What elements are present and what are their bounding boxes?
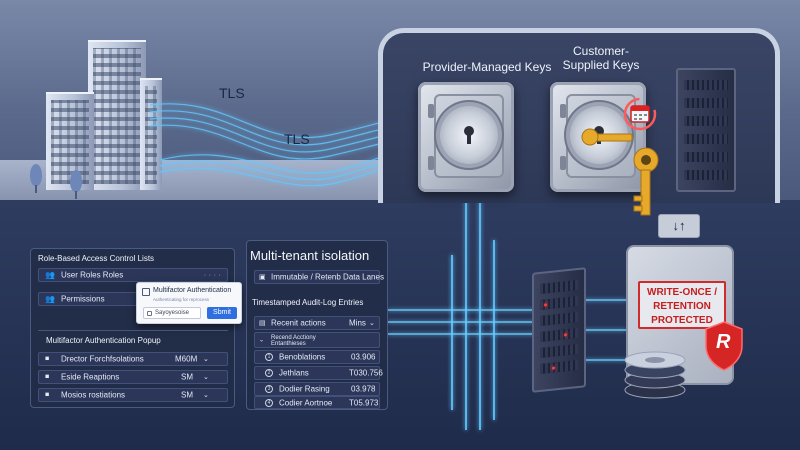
tenant-panel-title: Multi-tenant isolation (250, 248, 370, 263)
tree-trunk (35, 185, 37, 193)
mfa-popup-subtitle: Authenticating for reprocess (153, 297, 210, 302)
provider-keys-title: Provider-Managed Keys (422, 60, 552, 74)
tree-trunk (75, 191, 77, 199)
shield-glyph: R (716, 331, 731, 353)
audit-log-entry[interactable]: 3 Dodier Rasing 03.978 (254, 382, 380, 396)
rbac-row-user-roles[interactable]: 👥 User Roles Roles · · · · (38, 268, 228, 282)
rbac-divider (38, 330, 228, 331)
key-rotation-calendar-icon (623, 97, 657, 131)
customer-keys-title-line2: Supplied Keys (562, 58, 640, 72)
audit-log-entry[interactable]: 1 Benoblations 03.906 (254, 350, 380, 364)
chevron-down-icon: ⌄ (203, 392, 209, 399)
users-icon: ■ (45, 373, 50, 381)
recent-actions-row[interactable]: ▤ Recenit actions Mins ⌄ (254, 316, 380, 330)
office-building-left (46, 92, 94, 190)
provider-key-safe (418, 82, 514, 192)
mfa-code-input[interactable]: Sayoyesoise (143, 307, 201, 319)
chevron-down-icon: ⌄ (203, 374, 209, 381)
audit-log-entry[interactable]: 2 Jethlans T030.756 (254, 366, 383, 380)
office-building-right (140, 78, 162, 190)
keyhole-icon (464, 126, 474, 144)
tree-icon (70, 170, 82, 192)
customer-keys-title-line1: Customer- (572, 44, 629, 58)
mfa-row[interactable]: ■ Eside Reaptions SM ⌄ (38, 370, 228, 384)
tls-label: TLS (219, 85, 245, 101)
immutable-data-lanes-row[interactable]: ▣ Immutable / Retenb Data Lanes (254, 270, 384, 284)
disk-stack-icon (624, 351, 686, 399)
office-building-tall (88, 40, 146, 190)
entry-number-badge: 4 (265, 398, 273, 407)
list-icon: ▤ (259, 320, 266, 327)
users-icon: ■ (45, 355, 50, 363)
entry-number-badge: 2 (265, 369, 273, 377)
rbac-panel-title: Role-Based Access Control Lists (38, 254, 155, 263)
audit-log-entry[interactable]: 4 Codier Aortnoe T05.973 (254, 396, 380, 409)
key-server-rack (676, 68, 736, 192)
storage-server-rack (532, 267, 586, 393)
tls-label: TLS (284, 131, 310, 147)
mfa-popup: Multifactor Authentication Authenticatin… (136, 282, 242, 324)
users-icon: 👥 (45, 294, 55, 304)
tree-icon (30, 164, 42, 186)
mfa-row[interactable]: ■ Drector Forchfsolations M60M ⌄ (38, 352, 228, 366)
sync-arrows-icon: ↓↑ (658, 214, 700, 238)
write-once-label: WRITE-ONCE / RETENTION PROTECTED (638, 281, 726, 329)
mfa-popup-title: Multifactor Authentication (153, 287, 232, 294)
golden-key-icon (581, 128, 659, 216)
mfa-section-title: Multifactor Authentication Popup (46, 336, 161, 345)
mfa-row[interactable]: ■ Mosios rostiations SM ⌄ (38, 388, 228, 402)
vault-dial-icon (440, 106, 498, 164)
calendar-icon (142, 288, 150, 296)
mfa-submit-button[interactable]: Sbmit (207, 307, 237, 319)
entry-number-badge: 1 (265, 353, 273, 361)
chevron-down-icon: ⌄ (203, 356, 209, 363)
lock-icon (147, 311, 152, 316)
users-icon: 👥 (45, 270, 55, 280)
users-icon: ■ (45, 391, 50, 399)
chevron-down-icon: ⌄ (369, 320, 375, 327)
recent-actions-subrow[interactable]: ⌄ Recend Acctiony Entanthieses (254, 332, 380, 348)
lock-icon: ▣ (259, 274, 266, 281)
entry-number-badge: 3 (265, 385, 273, 393)
audit-log-title: Timestamped Audit-Log Entries (252, 298, 364, 307)
shield-icon (705, 321, 743, 371)
chevron-down-icon: ⌄ (259, 337, 265, 344)
